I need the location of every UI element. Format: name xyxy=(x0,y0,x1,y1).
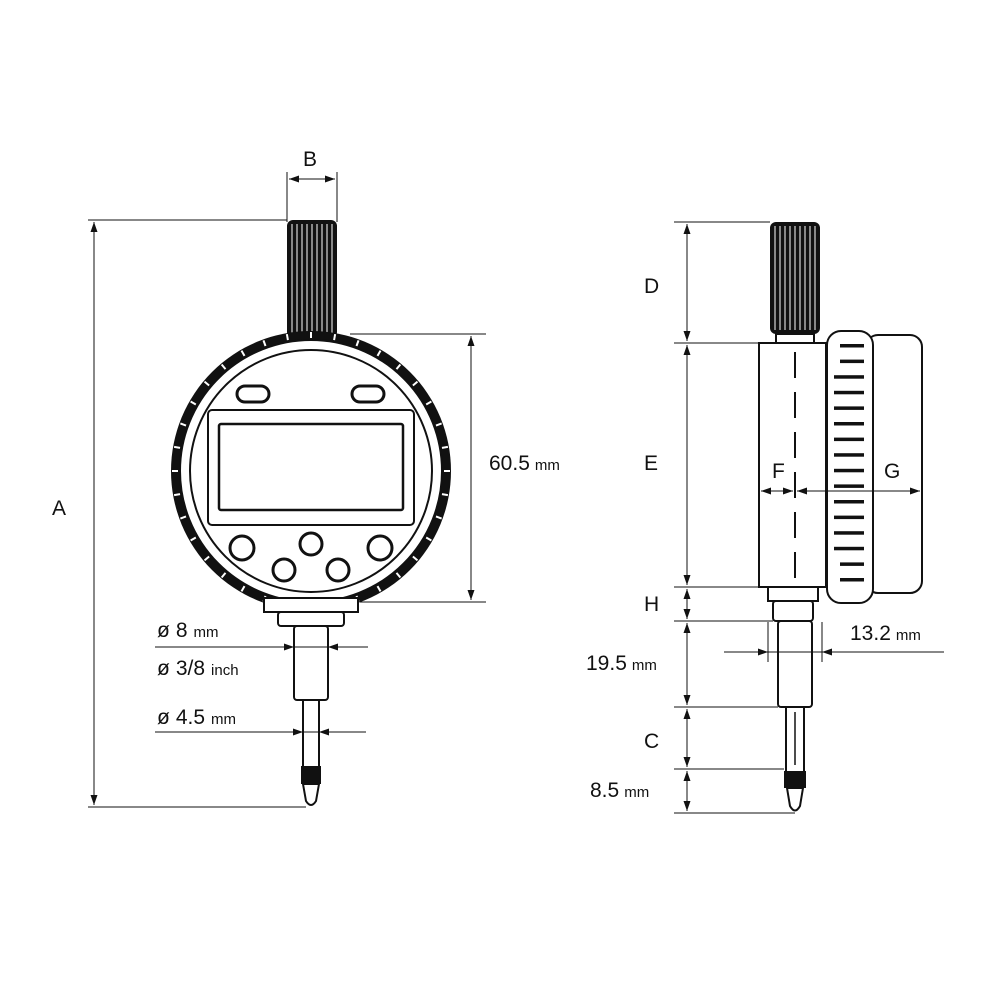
bezel-tick xyxy=(834,390,864,395)
bezel-tick xyxy=(834,468,864,473)
front-top-knob xyxy=(287,220,337,338)
bezel-tick xyxy=(834,546,864,551)
bezel-ridge xyxy=(173,493,181,497)
dim-c-label: C xyxy=(644,730,659,753)
dim-g-label: G xyxy=(884,460,900,483)
dim-f-label: F xyxy=(772,460,785,483)
bezel-tick xyxy=(834,453,864,457)
bezel-ridge xyxy=(262,340,267,347)
dim-b-label: B xyxy=(303,148,317,171)
bezel-tick xyxy=(840,578,864,582)
front-slot-left xyxy=(235,384,271,404)
side-neck-2 xyxy=(772,600,814,622)
bezel-ridge xyxy=(425,536,432,542)
bezel-ridge xyxy=(220,572,227,579)
side-bezel xyxy=(826,330,874,604)
front-button-2 xyxy=(298,531,324,557)
front-tip xyxy=(301,783,321,806)
bezel-ridge xyxy=(333,333,337,341)
bezel-ridge xyxy=(395,363,402,370)
side-tip xyxy=(785,787,805,812)
side-stem xyxy=(777,620,813,708)
bezel-tick xyxy=(834,406,864,410)
bezel-ridge xyxy=(435,515,442,520)
bezel-ridge xyxy=(220,363,227,370)
bezel-ridge xyxy=(435,422,442,427)
front-neck xyxy=(263,597,359,613)
bezel-ridge xyxy=(376,350,382,357)
bezel-tick xyxy=(840,344,864,348)
dim-d-label: D xyxy=(644,275,659,298)
bezel-tick xyxy=(834,375,864,379)
bezel-ridge xyxy=(190,536,197,542)
bezel-ridge xyxy=(240,350,246,357)
bezel-ridge xyxy=(412,555,419,562)
bezel-tick xyxy=(834,515,864,520)
bezel-ridge xyxy=(395,572,402,579)
side-neck xyxy=(767,586,819,602)
bezel-tick xyxy=(834,531,864,535)
bezel-tick xyxy=(840,562,864,566)
side-body xyxy=(758,342,827,588)
bezel-ridge xyxy=(355,340,360,347)
bezel-ridge xyxy=(240,585,246,592)
bezel-tick xyxy=(834,437,864,442)
dim-h-label: H xyxy=(644,593,659,616)
bezel-ridge xyxy=(190,400,197,406)
bezel-ridge xyxy=(441,445,449,449)
bezel-tick xyxy=(834,484,864,488)
bezel-ridge xyxy=(203,380,210,387)
bezel-ridge xyxy=(412,380,419,387)
front-stem xyxy=(293,625,329,701)
bezel-tick xyxy=(834,422,864,426)
front-display-screen xyxy=(217,422,405,512)
bezel-ridge xyxy=(203,555,210,562)
front-button-5 xyxy=(325,557,351,583)
dim-e-label: E xyxy=(644,452,658,475)
front-spindle xyxy=(302,699,320,769)
side-tip-knurl xyxy=(784,771,806,788)
front-button-1 xyxy=(228,534,256,562)
front-neck-2 xyxy=(277,611,345,627)
side-top-knob xyxy=(770,222,820,334)
bezel-tick xyxy=(834,500,864,504)
bezel-ridge xyxy=(376,585,382,592)
bezel-ridge xyxy=(173,445,181,449)
bezel-ridge xyxy=(180,422,187,427)
front-tip-knurl xyxy=(301,766,321,784)
bezel-ridge xyxy=(441,493,449,497)
bezel-ridge xyxy=(425,400,432,406)
front-button-4 xyxy=(271,557,297,583)
front-slot-right xyxy=(350,384,386,404)
dim-a-label: A xyxy=(52,497,66,520)
bezel-ridge xyxy=(285,333,289,341)
bezel-tick xyxy=(840,359,864,364)
front-button-3 xyxy=(366,534,394,562)
bezel-ridge xyxy=(180,515,187,520)
